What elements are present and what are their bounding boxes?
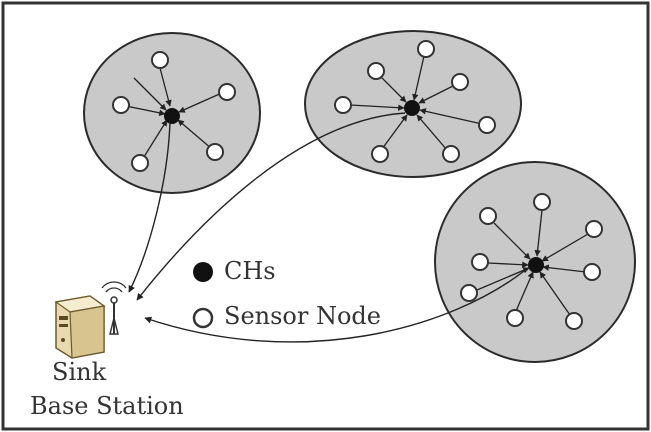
legend-sensor-label: Sensor Node <box>224 302 381 330</box>
sensor-nodes <box>112 51 236 172</box>
sensor-node <box>206 143 224 161</box>
cluster-top-right <box>304 30 522 178</box>
sensor-node <box>479 207 497 225</box>
sensor-node <box>451 73 469 91</box>
sensor-node <box>218 83 236 101</box>
cluster-links <box>125 67 225 161</box>
cluster-links <box>349 55 483 151</box>
cluster-head-node <box>164 108 180 124</box>
cluster-head-node <box>528 257 544 273</box>
legend-ch-label: CHs <box>224 257 276 285</box>
base-station-icon <box>54 281 127 359</box>
sensor-node <box>334 96 352 114</box>
link-ch1-sink <box>128 121 171 293</box>
sensor-node <box>371 145 389 163</box>
ch-to-sink-links <box>128 112 529 343</box>
sensor-node <box>583 263 601 281</box>
cluster-bottom-right <box>434 161 636 363</box>
link-ch2-sink <box>136 112 406 301</box>
sensor-node <box>533 193 551 211</box>
sensor-node <box>112 96 130 114</box>
link-ch3-sink <box>144 267 529 343</box>
legend-sensor-icon <box>192 307 214 329</box>
sensor-node <box>151 51 169 69</box>
sensor-nodes <box>460 193 603 330</box>
sensor-node <box>585 220 603 238</box>
sensor-node <box>565 312 583 330</box>
sensor-node <box>367 62 385 80</box>
sensor-node <box>506 309 524 327</box>
sink-label: Sink <box>52 358 107 386</box>
cluster-head-node <box>404 100 420 116</box>
sensor-node <box>417 40 435 58</box>
sensor-nodes <box>334 40 496 163</box>
legend-ch-icon <box>193 262 213 282</box>
sensor-node <box>442 145 460 163</box>
base-station-label: Base Station <box>30 392 184 420</box>
sensor-node <box>471 253 489 271</box>
cluster-links <box>476 209 589 316</box>
sensor-node <box>460 284 478 302</box>
cluster-top-left <box>83 32 261 194</box>
sensor-node <box>478 116 496 134</box>
sensor-node <box>131 154 149 172</box>
